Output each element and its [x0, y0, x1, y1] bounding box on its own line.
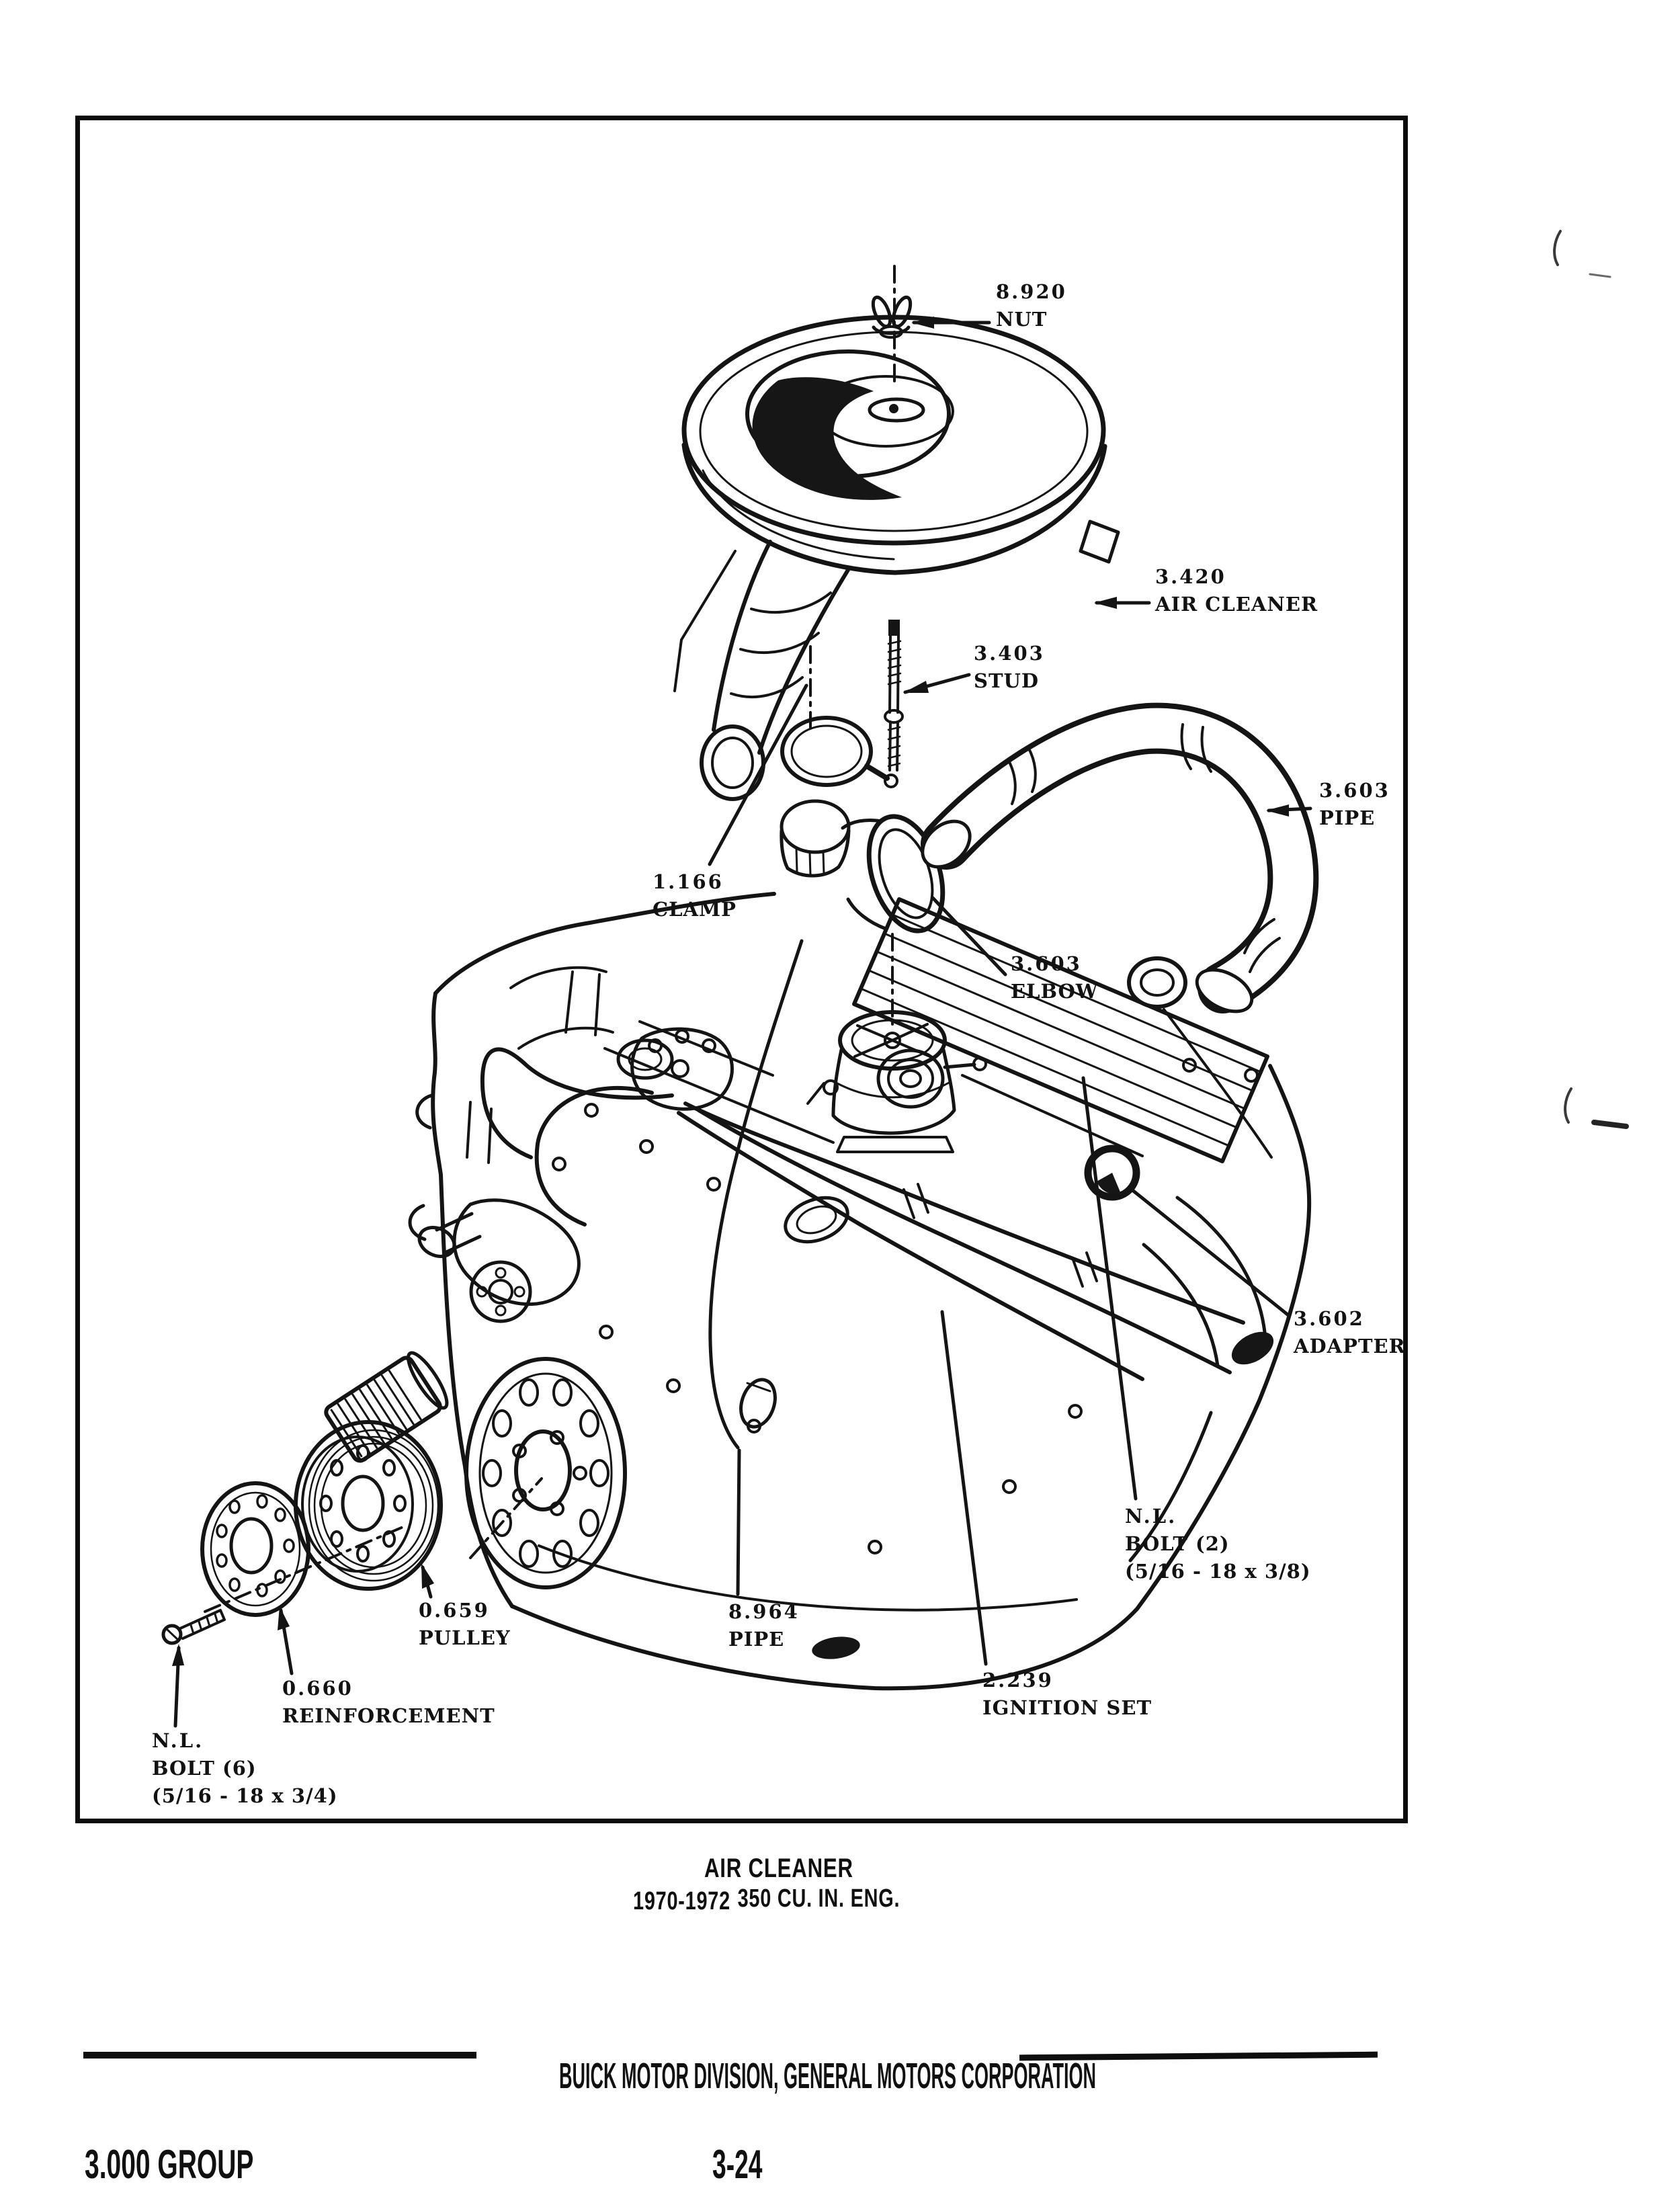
- part-name: BOLT (6): [152, 1757, 257, 1780]
- part-name: BOLT (2): [1125, 1532, 1230, 1555]
- caption-engine: 350 CU. IN. ENG.: [737, 1884, 900, 1913]
- figure-caption-title: AIR CLEANER: [704, 1854, 853, 1884]
- part-name: ADAPTER: [1294, 1335, 1406, 1358]
- part-spec: (5/16 - 18 x 3/8): [1125, 1560, 1311, 1583]
- part-code: 3.420: [1155, 565, 1226, 588]
- part-name: CLAMP: [653, 898, 737, 921]
- part-name: PIPE: [1319, 806, 1376, 829]
- footer-page-number: 3-24: [712, 2141, 762, 2188]
- part-name: NUT: [996, 308, 1048, 331]
- part-code: 8.964: [728, 1600, 800, 1623]
- part-label-ignition-set: 2.239 IGNITION SET: [982, 1667, 1152, 1722]
- caption-years: 1970-1972: [633, 1887, 730, 1915]
- part-name: IGNITION SET: [982, 1696, 1152, 1719]
- part-code: 1.166: [653, 870, 724, 893]
- part-label-stud: 3.403 STUD: [974, 640, 1045, 695]
- footer-group: 3.000 GROUP: [85, 2141, 253, 2188]
- part-name: PIPE: [728, 1628, 785, 1651]
- part-name: AIR CLEANER: [1155, 593, 1318, 616]
- part-name: REINFORCEMENT: [282, 1704, 495, 1727]
- part-label-pipe-fuel: 8.964 PIPE: [728, 1598, 800, 1653]
- footer-group-text: 3.000 GROUP: [85, 2142, 254, 2187]
- caption-line1: AIR CLEANER: [704, 1854, 853, 1883]
- footer-company-text: BUICK MOTOR DIVISION, GENERAL MOTORS COR…: [559, 2056, 1097, 2096]
- part-code: 3.603: [1319, 779, 1390, 802]
- footer-company: BUICK MOTOR DIVISION, GENERAL MOTORS COR…: [559, 2055, 1096, 2097]
- footer-page-text: 3-24: [712, 2142, 763, 2187]
- part-label-elbow: 3.603 ELBOW: [1011, 950, 1098, 1005]
- part-code: 3.602: [1294, 1307, 1365, 1330]
- part-label-pulley: 0.659 PULLEY: [419, 1597, 511, 1652]
- part-spec: (5/16 - 18 x 3/4): [152, 1784, 338, 1807]
- part-code: 0.659: [419, 1599, 490, 1622]
- part-label-nut: 8.920 NUT: [996, 278, 1067, 333]
- part-label-pipe-hose: 3.603 PIPE: [1319, 777, 1390, 832]
- part-label-bolt-2: N.L. BOLT (2) (5/16 - 18 x 3/8): [1125, 1503, 1311, 1585]
- part-code: 2.239: [982, 1669, 1054, 1692]
- footer-rule-right: [1019, 2051, 1378, 2061]
- part-code: 8.920: [996, 280, 1067, 303]
- part-code: 3.603: [1011, 952, 1082, 975]
- part-name: STUD: [974, 669, 1039, 692]
- part-label-clamp: 1.166 CLAMP: [653, 868, 737, 923]
- part-label-air-cleaner: 3.420 AIR CLEANER: [1155, 563, 1318, 618]
- part-code: N.L.: [152, 1729, 204, 1752]
- part-name: ELBOW: [1011, 980, 1099, 1003]
- part-label-bolt-6: N.L. BOLT (6) (5/16 - 18 x 3/4): [152, 1727, 338, 1810]
- part-code: 3.403: [974, 642, 1045, 665]
- part-name: PULLEY: [419, 1626, 511, 1649]
- part-label-adapter: 3.602 ADAPTER: [1294, 1305, 1406, 1360]
- scan-artifacts: [1553, 230, 1629, 1129]
- part-code: 0.660: [282, 1677, 353, 1700]
- part-label-reinforcement: 0.660 REINFORCEMENT: [282, 1675, 495, 1730]
- part-code: N.L.: [1125, 1505, 1177, 1528]
- footer-rule-left: [83, 2052, 476, 2059]
